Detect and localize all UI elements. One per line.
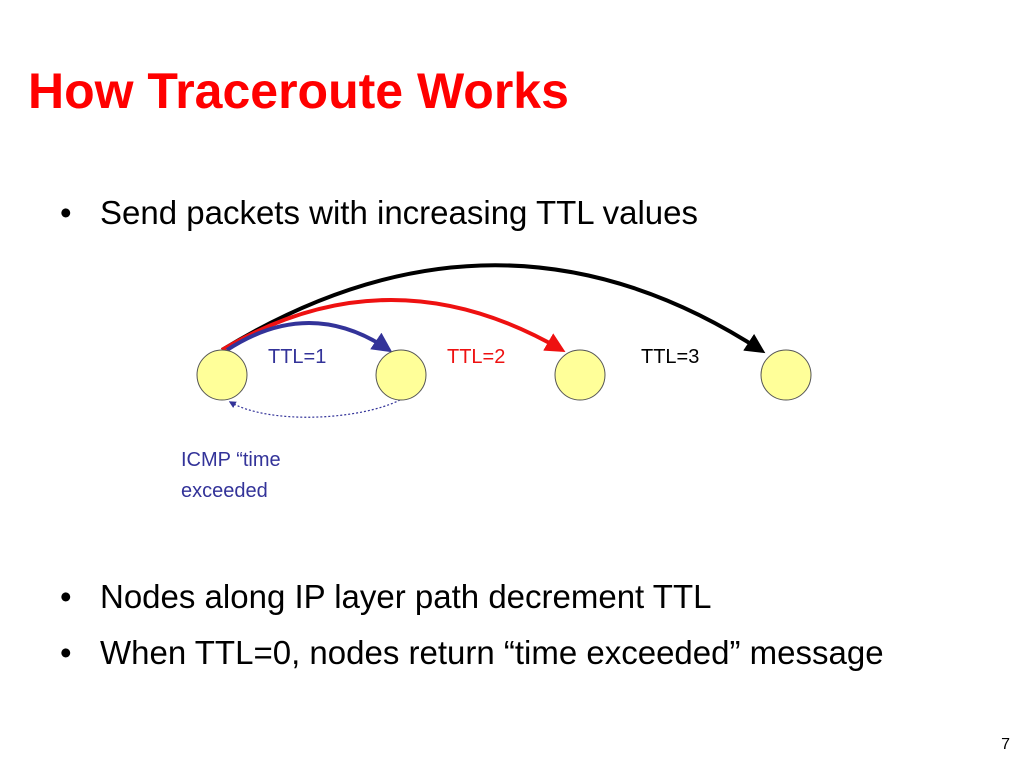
bullet-text: Nodes along IP layer path decrement TTL (100, 578, 712, 615)
node-router-1 (375, 349, 427, 401)
ttl2-label: TTL=2 (447, 346, 505, 368)
bullet-marker: • (60, 194, 72, 231)
bullet-text: When TTL=0, nodes return “time exceeded”… (100, 634, 884, 671)
slide-title: How Traceroute Works (28, 63, 569, 119)
ttl2-arrow (220, 298, 566, 353)
page-number: 7 (1001, 736, 1010, 753)
icmp-label-line-1: ICMP “time (181, 449, 281, 471)
node-destination (760, 349, 812, 401)
icmp-return-arrow (228, 399, 401, 418)
node-router-2 (554, 349, 606, 401)
bullet-marker: • (60, 634, 72, 671)
ttl1-label: TTL=1 (268, 346, 326, 368)
ttl3-label: TTL=3 (641, 346, 699, 368)
icmp-time-exceeded-label: ICMP “time exceeded (181, 445, 381, 507)
node-source (196, 349, 248, 401)
bullet-text: Send packets with increasing TTL values (100, 194, 698, 231)
icmp-label-line-2: exceeded (181, 480, 268, 502)
ttl1-arrow (225, 321, 393, 353)
ttl3-arrow (220, 263, 766, 354)
bullet-marker: • (60, 578, 72, 615)
